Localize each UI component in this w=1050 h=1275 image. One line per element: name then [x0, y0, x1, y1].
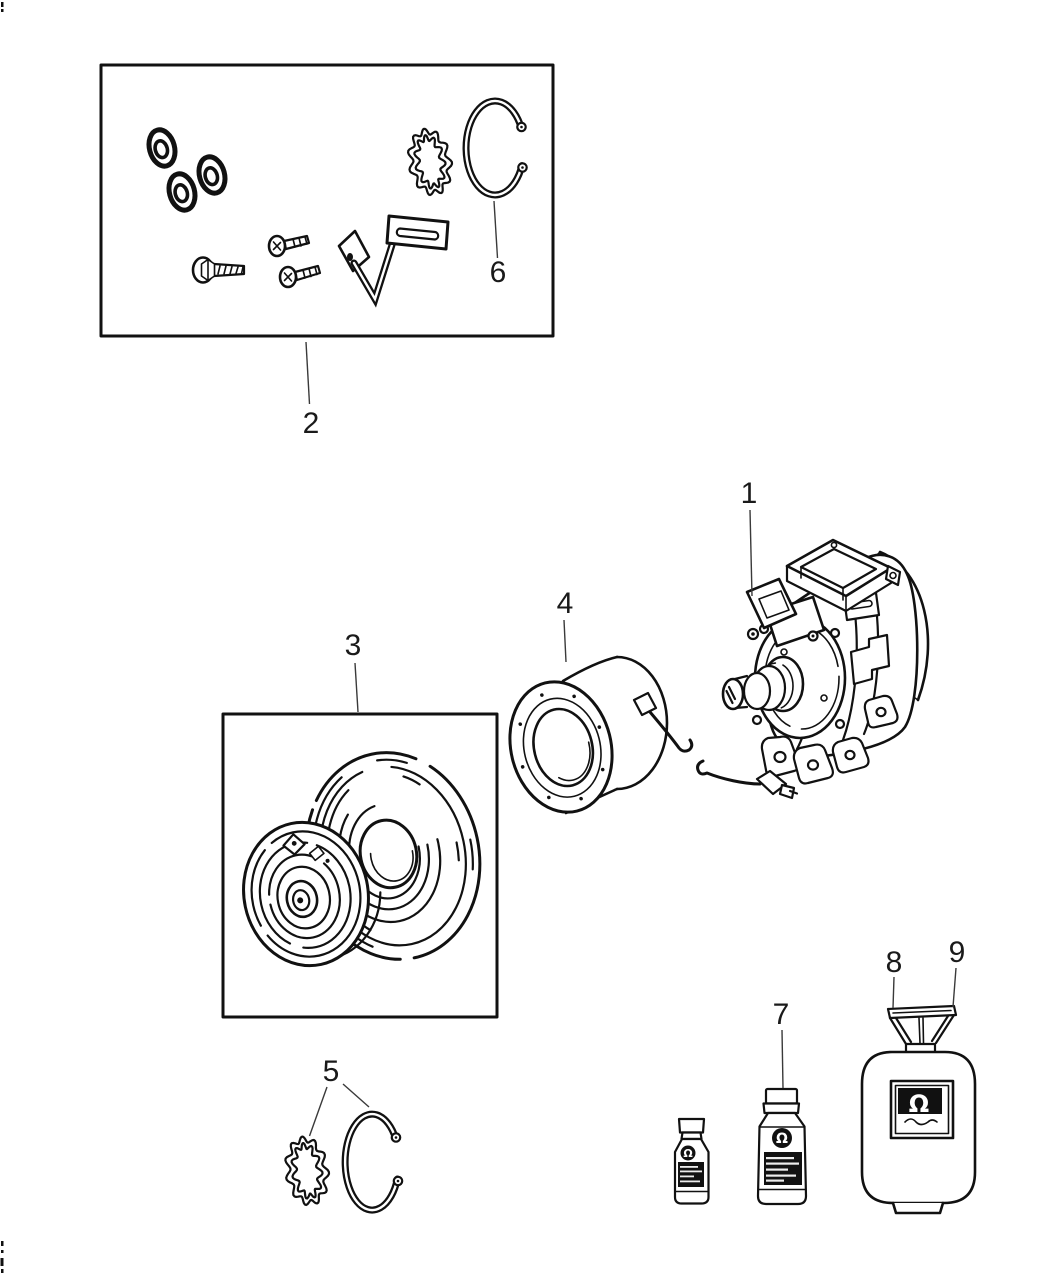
- compressor-shaft-hub: [721, 655, 805, 713]
- bottle-label-7: Ω: [764, 1128, 802, 1185]
- refrigerant-tank: Ω 8 9: [860, 936, 977, 1215]
- clutch-field-coil: 4: [508, 587, 799, 815]
- mopar-logo: [680, 1145, 696, 1161]
- tank-label: Ω: [889, 1079, 955, 1140]
- hardware-kit-box: 6: [99, 63, 555, 338]
- tank-foot: [891, 1201, 945, 1215]
- leader-line-5a: [308, 1086, 328, 1137]
- leader-line-5b: [342, 1083, 370, 1108]
- mounting-bracket: [337, 214, 450, 308]
- leader-line-4: [563, 619, 567, 663]
- callout-9: 9: [949, 936, 966, 969]
- callout-2: 2: [303, 407, 320, 440]
- compressor-mounting-feet: [760, 694, 899, 785]
- ac-compressor: 1: [721, 477, 930, 785]
- phillips-screw-2: [278, 264, 322, 289]
- clutch-kit-box: 3: [221, 629, 499, 1019]
- oil-bottle-small: Ω: [673, 1117, 710, 1205]
- charging-funnel: [886, 1004, 958, 1057]
- bracket-hole: [347, 253, 353, 261]
- hex-bolt: [191, 256, 246, 284]
- hardware-kit-box-outline: [99, 63, 555, 338]
- callout-5: 5: [323, 1055, 340, 1088]
- callout-4: 4: [557, 587, 574, 620]
- leader-line-3: [354, 662, 359, 713]
- callout-1: 1: [741, 477, 758, 510]
- oil-bottle-7: Ω 7: [756, 998, 808, 1206]
- bottle-label-small: Ω: [678, 1145, 704, 1187]
- leader-line-6: [493, 200, 499, 259]
- callout-6: 6: [490, 256, 507, 289]
- leader-line-2: [305, 341, 311, 405]
- bracket-slot: [395, 227, 440, 241]
- callout-7: 7: [773, 998, 790, 1031]
- snap-ring-5: [341, 1110, 404, 1214]
- leader-line-1: [749, 509, 753, 597]
- scan-artifact-marks: [0, 2, 4, 1273]
- pulley-center-hole: [358, 818, 419, 890]
- coil-wire: [648, 710, 799, 800]
- clutch-kit-box-outline: [221, 712, 499, 1019]
- snap-ring-6: [462, 97, 528, 199]
- grommet-3: [196, 154, 228, 196]
- coil-rivets: [518, 693, 605, 801]
- wire-connector: [755, 769, 799, 800]
- compressor-rear-tab: [849, 633, 891, 686]
- grommet-2: [166, 171, 198, 213]
- svg-text:Ω: Ω: [683, 1147, 693, 1160]
- label-script-line: [904, 1118, 938, 1126]
- leader-line-7: [781, 1029, 784, 1089]
- mopar-logo: Ω: [909, 1090, 929, 1118]
- seal-kit: 5: [284, 1055, 404, 1214]
- callout-3: 3: [345, 629, 362, 662]
- grommet-1: [146, 127, 178, 169]
- callout-8: 8: [886, 946, 903, 979]
- leader-line-9: [952, 967, 957, 1008]
- refrigerant-supplies: Ω Ω: [673, 936, 977, 1215]
- phillips-screw-1: [267, 234, 311, 258]
- leader-line-8: [892, 976, 895, 1009]
- compressor-top-bracket: [785, 538, 902, 613]
- svg-text:Ω: Ω: [776, 1131, 788, 1147]
- mopar-logo: [772, 1128, 792, 1148]
- sealing-washer-5: [284, 1135, 331, 1207]
- coil-terminal-tab: [632, 691, 658, 717]
- compressor-front-bracket: [745, 577, 826, 648]
- sealing-washer-kit: [407, 127, 454, 197]
- clutch-armature-plate: [242, 814, 382, 968]
